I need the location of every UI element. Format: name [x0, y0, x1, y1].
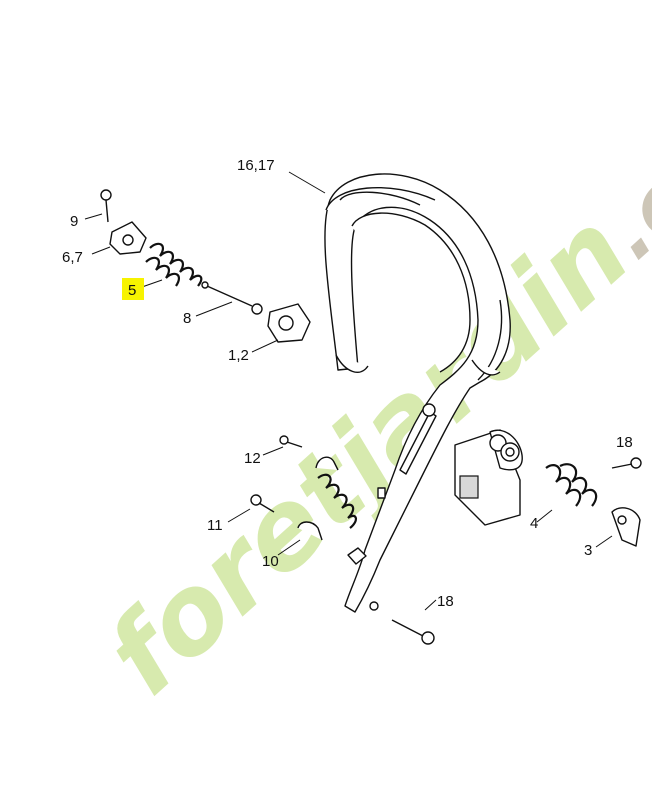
callout-12: 12	[244, 450, 261, 467]
leader-lines	[84, 171, 613, 611]
callout-4: 4	[530, 515, 538, 532]
callout-18-upper: 18	[616, 434, 633, 451]
watermark: foretjardin.com	[84, 44, 652, 719]
callout-1-2: 1,2	[228, 347, 249, 364]
cap-3	[611, 507, 641, 547]
callout-5: 5	[128, 282, 136, 299]
screw-18-lower	[391, 619, 435, 645]
callout-6-7: 6,7	[62, 249, 83, 266]
spring-5	[145, 242, 203, 287]
screw-11	[250, 494, 275, 513]
callout-5-highlight	[122, 278, 144, 300]
callout-3: 3	[584, 542, 592, 559]
screw-18-upper	[611, 457, 642, 469]
callout-labels: 16,17 9 6,7 5 8 1,2 12 11 10 18 18 4 3	[62, 157, 633, 610]
spring-10	[297, 456, 357, 541]
av-mount-block	[454, 429, 523, 526]
callout-16-17: 16,17	[237, 157, 275, 174]
svg-text:foretjardin.com: foretjardin.com	[84, 44, 652, 719]
spring-4	[545, 463, 598, 507]
handle-bar	[324, 173, 511, 613]
callout-18-lower: 18	[437, 593, 454, 610]
screw-9	[100, 189, 112, 223]
annular-buffer-1-2	[267, 303, 311, 343]
callout-8: 8	[183, 310, 191, 327]
buffer-bracket-6-7	[109, 221, 147, 255]
screw-12	[279, 435, 303, 448]
callout-11: 11	[207, 517, 223, 534]
callout-10: 10	[262, 553, 279, 570]
stop-pin-8	[201, 281, 263, 315]
callout-9: 9	[70, 213, 78, 230]
